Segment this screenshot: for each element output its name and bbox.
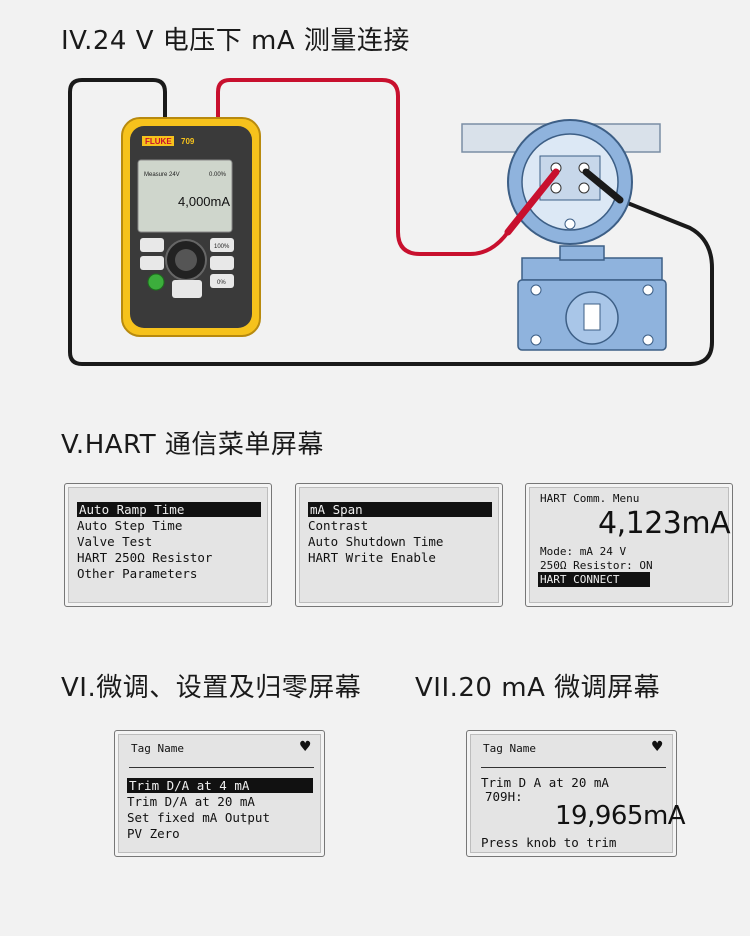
menu-item[interactable]: Trim D/A at 4 mA [127,778,313,793]
calibrator-screen-pct: 0.00% [209,172,227,178]
calibrator-brand: FLUKE [145,137,172,146]
trim20-tag-name: Tag Name [483,742,536,755]
trim-tag-name: Tag Name [131,742,184,755]
calibrator-btn-100[interactable]: 100% [214,244,230,250]
calibrator-screen-mode: Measure 24V [144,172,180,178]
hart-mode: Mode: mA 24 V [540,545,627,558]
black-test-lead [68,78,714,366]
trim20-footer: Press knob to trim [481,835,617,850]
red-test-lead [216,78,550,256]
heart-icon: ♥ [299,739,312,755]
transmitter-body [517,245,667,351]
transmitter-head [507,119,633,245]
calibrator-btn-zero[interactable]: 0% [217,280,226,286]
menu-item[interactable]: PV Zero [127,826,180,841]
menu-item[interactable]: Trim D/A at 20 mA [127,794,255,809]
menu-item[interactable]: HART Write Enable [308,550,436,565]
hart-connect-item[interactable]: HART CONNECT [538,572,650,587]
menu-item[interactable]: Auto Ramp Time [77,502,261,517]
menu-item[interactable]: Other Parameters [77,566,198,581]
red-probe [504,168,560,236]
calibrator-screen-value: 4,000mA [178,194,230,209]
menu-item[interactable]: HART 250Ω Resistor [77,550,213,565]
black-probe [582,168,624,204]
lcd-trim-20ma: Tag Name ♥ Trim D A at 20 mA 709H: 19,96… [466,730,686,857]
section-title-trim-setup: VI.微调、设置及归零屏幕 [61,673,362,703]
menu-item[interactable]: Auto Shutdown Time [308,534,444,549]
section-title-20ma-trim: VII.20 mA 微调屏幕 [415,673,661,703]
trim20-line1: Trim D A at 20 mA [481,775,609,790]
trim20-line2: 709H: [485,789,523,804]
hart-resistor: 250Ω Resistor: ON [540,559,653,572]
menu-item[interactable]: mA Span [308,502,492,517]
loop-calibrator [121,117,261,337]
lcd-hart-comm: HART Comm. Menu 4,123mA Mode: mA 24 V 25… [525,483,733,607]
hart-title: HART Comm. Menu [540,492,640,505]
menu-item[interactable]: Set fixed mA Output [127,810,270,825]
heart-icon: ♥ [651,739,664,755]
divider [129,767,314,768]
hart-value: 4,123mA [598,506,731,541]
divider [481,767,666,768]
calibrator-model: 709 [181,137,195,146]
section-title-hart-menu: V.HART 通信菜单屏幕 [61,430,324,460]
connection-diagram: FLUKE 709 Measure 24V 0.00% 4,000mA 100%… [68,78,714,366]
menu-item[interactable]: Valve Test [77,534,153,549]
menu-item[interactable]: Auto Step Time [77,518,183,533]
trim20-value: 19,965mA [555,801,686,831]
section-title-measure: IV.24 V 电压下 mA 测量连接 [61,26,410,56]
menu-item[interactable]: Contrast [308,518,369,533]
